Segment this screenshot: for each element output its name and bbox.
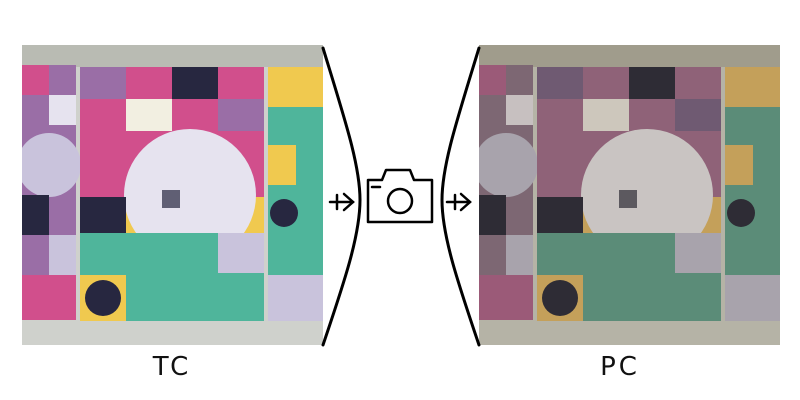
pc-image <box>479 45 780 345</box>
arrow-to-camera <box>328 192 355 212</box>
left-bracket <box>321 46 362 347</box>
camera-icon <box>366 168 434 224</box>
tc-poster-wall <box>22 45 323 345</box>
pc-poster-wall <box>479 45 780 345</box>
tc-caption: TC <box>152 352 192 382</box>
pc-caption: PC <box>600 352 640 382</box>
right-bracket <box>440 46 481 347</box>
arrow-from-camera <box>445 192 472 212</box>
tc-image <box>22 45 323 345</box>
